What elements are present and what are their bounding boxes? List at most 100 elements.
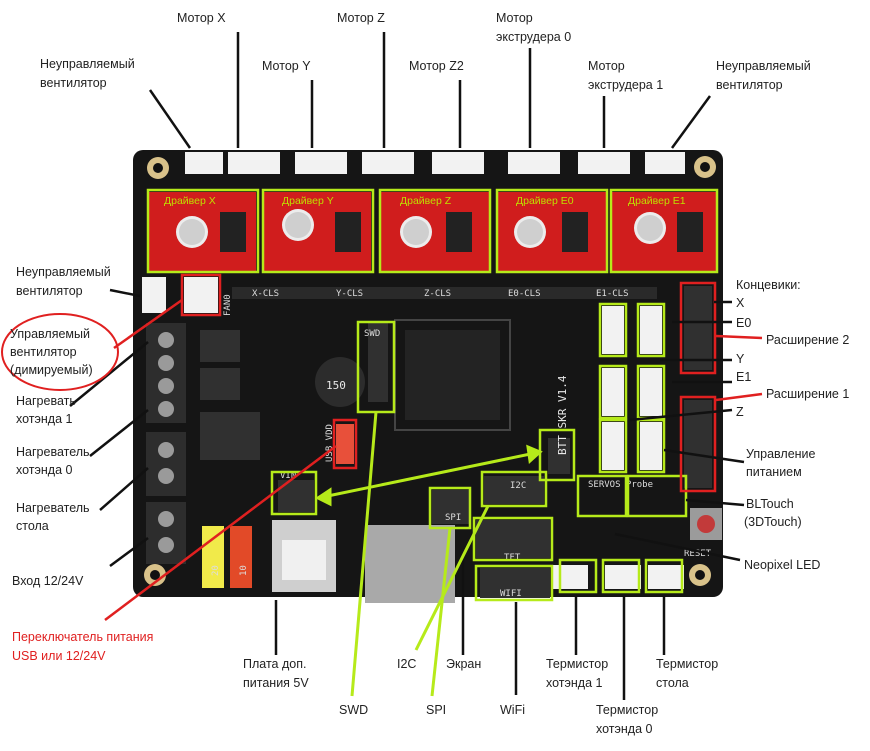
mount-hole-tl-inner (153, 163, 163, 173)
hl-end-x (598, 302, 628, 358)
label-fan-side-l1: Неуправляемый (16, 265, 111, 279)
label-fan-ctrl-l3: (димируемый) (10, 363, 93, 377)
label-fan-top-right-l2: вентилятор (716, 78, 783, 92)
label-heater-he1-l1: Нагревать (16, 394, 76, 408)
label-wifi: WiFi (500, 703, 525, 717)
label-fan-side-l2: вентилятор (16, 284, 83, 298)
label-switch-l1: Переключатель питания (12, 630, 153, 644)
label-end-y: Y (736, 352, 745, 366)
label-i2c: I2C (397, 657, 416, 671)
driver-capacitors (176, 209, 666, 248)
hl-wifi (474, 564, 554, 602)
driver-label-y: Драйвер Y (282, 195, 334, 207)
driver-label-e1: Драйвер E1 (628, 195, 686, 207)
cls-strip (232, 287, 657, 299)
label-fan-top-left-l1: Неуправляемый (40, 57, 135, 71)
silk-e1-cls: E1-CLS (596, 289, 629, 299)
power-switch-jumper (336, 424, 354, 464)
silk-spi: SPI (445, 513, 461, 523)
label-spi: SPI (426, 703, 446, 717)
label-motor-e0-l1: Мотор (496, 11, 533, 25)
label-power-ctrl-l1: Управление (746, 447, 816, 461)
silk-usb-vdd: USB VDD (325, 424, 335, 462)
label-fan-top-right-l1: Неуправляемый (716, 59, 811, 73)
label-endstops: Концевики: (736, 278, 801, 292)
silk-servos-probe: SERVOS Probe (588, 480, 653, 490)
screw-terminals (146, 323, 186, 564)
mount-hole-tr-inner (700, 162, 710, 172)
hl-power-ctrl (636, 418, 666, 474)
motor-z-connector (362, 152, 414, 174)
mount-hole-bl-inner (150, 570, 160, 580)
label-exp2: Расширение 2 (766, 333, 849, 347)
label-bltouch-l2: (3DTouch) (744, 515, 802, 529)
silk-reset: RESET (684, 549, 712, 559)
label-bltouch-l1: BLTouch (746, 497, 794, 511)
red-leader-lines (104, 298, 763, 621)
hl-therm-bed (644, 558, 684, 594)
label-end-z: Z (736, 405, 744, 419)
controlled-fan-ring (1, 313, 119, 391)
label-therm-he1-l1: Термистор (546, 657, 608, 671)
fan-connector-side (142, 277, 166, 313)
mcu-chip (405, 330, 500, 420)
fan-connector-top-left (185, 152, 223, 174)
silk-z-cls: Z-CLS (424, 289, 451, 299)
endstop-connectors (552, 306, 684, 589)
hl-power-switch (332, 418, 358, 470)
label-motor-e1-l1: Мотор (588, 59, 625, 73)
motor-x-connector (228, 152, 280, 174)
board: X-CLS Y-CLS Z-CLS E0-CLS E1-CLS BTT SKR … (133, 150, 723, 603)
reset-button-cap (697, 515, 715, 533)
silk-x-cls: X-CLS (252, 289, 279, 299)
label-fan-ctrl-l2: вентилятор (10, 345, 77, 359)
hl-therm-he0 (601, 558, 641, 594)
hl-vot (538, 428, 576, 482)
green-leader-lines (315, 411, 543, 697)
label-fan-ctrl-l1: Управляемый (10, 327, 90, 341)
silk-board-title: BTT SKR V1.4 (556, 375, 569, 455)
hl-tft (472, 516, 554, 562)
hl-driver-e1 (609, 188, 719, 274)
label-motor-y: Мотор Y (262, 59, 311, 73)
label-screen: Экран (446, 657, 481, 671)
driver-jumpers (220, 212, 703, 252)
labels: Мотор X Мотор Z Мотор экструдера 0 Неупр… (10, 11, 849, 736)
silk-fuse10: 10 (239, 565, 249, 576)
fuse-20 (202, 526, 224, 588)
label-heater-he0-l1: Нагреватель (16, 445, 90, 459)
label-motor-z2: Мотор Z2 (409, 59, 464, 73)
hl-exp2 (679, 281, 717, 375)
motor-e0-connector (508, 152, 560, 174)
hl-fan0 (180, 273, 222, 317)
label-heater-bed-l1: Нагреватель (16, 501, 90, 515)
silk-swd: SWD (364, 329, 380, 339)
inductor (315, 357, 365, 407)
hl-i2c (480, 470, 548, 508)
motor-z2-connector (432, 152, 484, 174)
driver-label-e0: Драйвер E0 (516, 195, 574, 207)
mosfets (200, 330, 260, 460)
fan-connector-top-right (645, 152, 685, 174)
label-therm-bed-l1: Термистор (656, 657, 718, 671)
silk-wifi: WIFI (500, 589, 522, 599)
silk-150: 150 (326, 379, 346, 392)
motor-e1-connector (578, 152, 630, 174)
fan0-connector (184, 277, 218, 313)
label-therm-bed-l2: стола (656, 676, 689, 690)
hl-driver-y (261, 188, 375, 274)
silk-y-cls: Y-CLS (336, 289, 363, 299)
label-power-ctrl-l2: питанием (746, 465, 802, 479)
usb-port-inner (282, 540, 326, 580)
silk-fan0: FAN0 (223, 294, 233, 316)
label-therm-he1-l2: хотэнда 1 (546, 676, 603, 690)
label-motor-z: Мотор Z (337, 11, 385, 25)
label-fan-top-left-l2: вентилятор (40, 76, 107, 90)
silk-fuse20: 20 (211, 565, 221, 576)
fuse-10 (230, 526, 252, 588)
label-aux-power-l1: Плата доп. (243, 657, 306, 671)
label-motor-e0-l2: экструдера 0 (496, 30, 571, 44)
hl-driver-z (378, 188, 492, 274)
label-motor-x: Мотор X (177, 11, 226, 25)
